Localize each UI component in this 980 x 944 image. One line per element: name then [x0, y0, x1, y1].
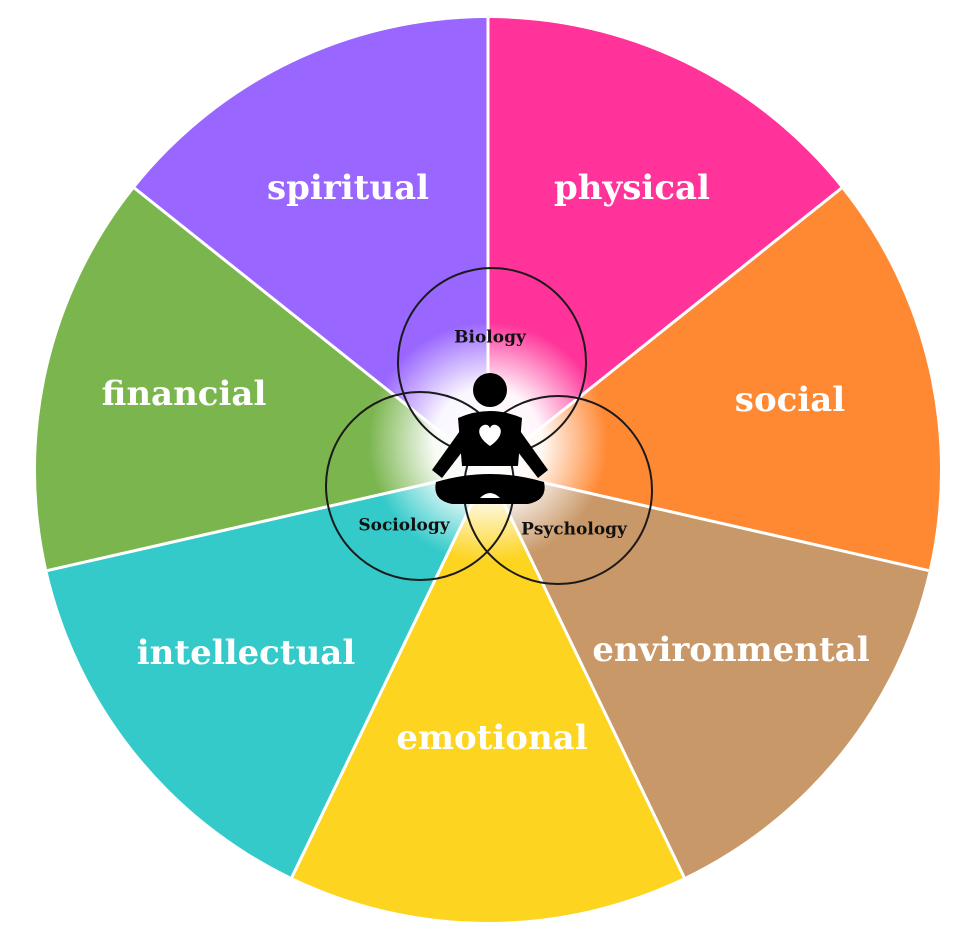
meditation-person-heart-icon [432, 373, 548, 504]
label-spiritual: spiritual [267, 168, 429, 208]
label-physical: physical [554, 168, 710, 208]
label-financial: financial [102, 374, 267, 414]
label-intellectual: intellectual [137, 633, 356, 673]
label-emotional: emotional [396, 718, 587, 758]
label-social: social [735, 380, 845, 420]
label-environmental: environmental [592, 630, 869, 670]
segment-labels: physical social environmental emotional … [102, 168, 870, 758]
ring-label-sociology: Sociology [358, 516, 450, 536]
ring-label-psychology: Psychology [521, 520, 628, 540]
segment-intellectual [47, 470, 489, 878]
segment-spiritual [134, 18, 488, 470]
segment-environmental [488, 470, 929, 878]
segment-emotional [291, 470, 685, 922]
ring-label-biology: Biology [454, 328, 527, 348]
segment-physical [488, 18, 842, 470]
